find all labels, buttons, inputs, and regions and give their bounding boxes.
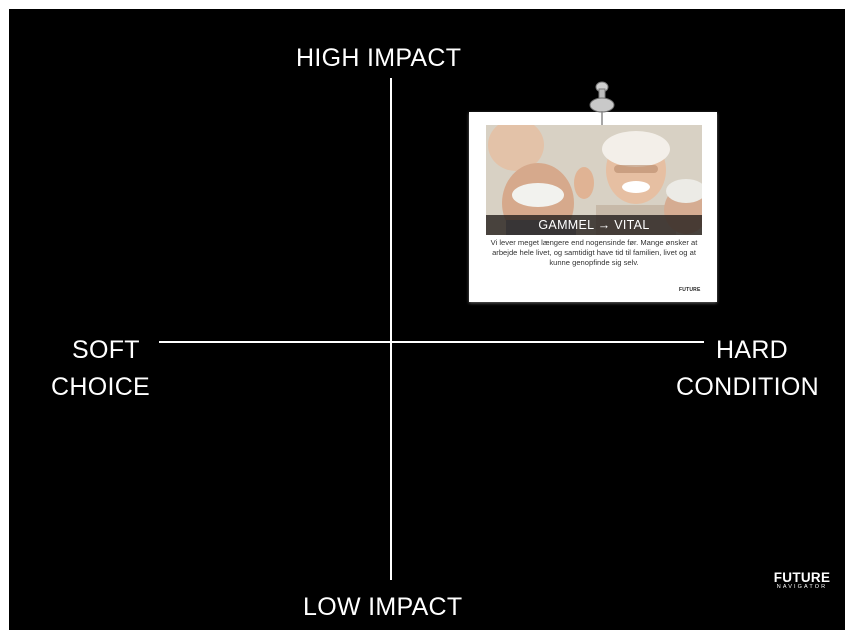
logo-main-text: FUTURE — [773, 570, 831, 585]
pinned-card[interactable]: GAMMEL → VITAL Vi lever meget længere en… — [469, 112, 717, 302]
future-navigator-logo: FUTURE NAVIGATOR — [767, 571, 837, 591]
card-caption: GAMMEL → VITAL — [486, 215, 702, 235]
axis-label-left-line2: CHOICE — [51, 373, 151, 401]
card-mini-logo: FUTURE — [679, 287, 701, 293]
slide-canvas: HIGH IMPACT LOW IMPACT SOFT CHOICE HARD … — [9, 9, 845, 630]
card-description: Vi lever meget længere end nogensinde fø… — [490, 238, 698, 267]
axis-label-bottom: LOW IMPACT — [303, 593, 463, 621]
horizontal-axis-line — [159, 341, 704, 343]
logo-sub-text: NAVIGATOR — [776, 584, 828, 590]
vertical-axis-line — [390, 78, 392, 580]
axis-label-right-line1: HARD — [716, 336, 789, 364]
axis-label-right-line2: CONDITION — [676, 373, 819, 401]
axis-label-left-line1: SOFT — [72, 336, 140, 364]
axis-label-top: HIGH IMPACT — [296, 44, 462, 72]
pushpin-icon — [589, 81, 615, 125]
